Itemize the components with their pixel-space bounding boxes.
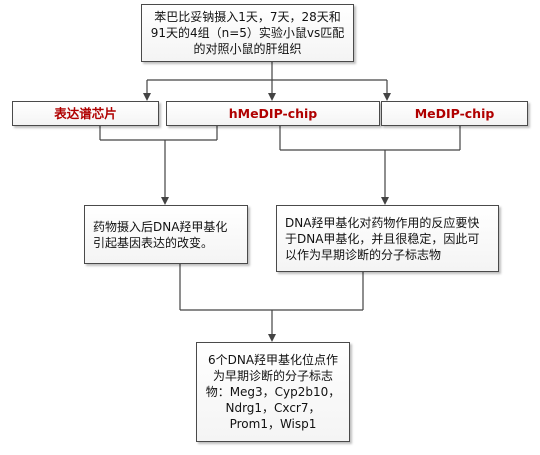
method-box-hmedip-chip: hMeDIP-chip: [166, 101, 380, 126]
method-label-hmedip-chip: hMeDIP-chip: [228, 105, 318, 121]
finding-text-hydroxymethylation: DNA羟甲基化对药物作用的反应要快于DNA甲基化，并且很稳定，因此可以作为早期诊…: [285, 215, 480, 262]
finding-text-gene-expression: 药物摄入后DNA羟甲基化引起基因表达的改变。: [93, 219, 228, 250]
arrowhead-medip: [383, 93, 391, 101]
method-box-expression-array: 表达谱芯片: [12, 101, 159, 126]
arrowhead-hmedip: [268, 93, 276, 101]
arrowhead-expr: [143, 93, 151, 101]
method-label-expression-array: 表达谱芯片: [54, 105, 117, 121]
finding-box-hydroxymethylation: DNA羟甲基化对药物作用的反应要快于DNA甲基化，并且很稳定，因此可以作为早期诊…: [276, 205, 499, 272]
finding-box-gene-expression: 药物摄入后DNA羟甲基化引起基因表达的改变。: [84, 205, 248, 264]
conclusion-text-biomarkers: 6个DNA羟甲基化位点作为早期诊断的分子标志物：Meg3，Cyp2b10，Ndr…: [205, 353, 341, 431]
sample-description-box: 苯巴比妥钠摄入1天，7天，28天和91天的4组（n=5）实验小鼠vs匹配的对照小…: [141, 4, 354, 62]
sample-description-text: 苯巴比妥钠摄入1天，7天，28天和91天的4组（n=5）实验小鼠vs匹配的对照小…: [150, 10, 345, 56]
arrowhead-right-finding: [381, 197, 389, 205]
arrowhead-left-finding: [161, 197, 169, 205]
arrowhead-conclusion: [268, 334, 276, 342]
method-box-medip-chip: MeDIP-chip: [381, 101, 528, 126]
conclusion-box-biomarkers: 6个DNA羟甲基化位点作为早期诊断的分子标志物：Meg3，Cyp2b10，Ndr…: [196, 342, 350, 442]
method-label-medip-chip: MeDIP-chip: [414, 105, 495, 121]
